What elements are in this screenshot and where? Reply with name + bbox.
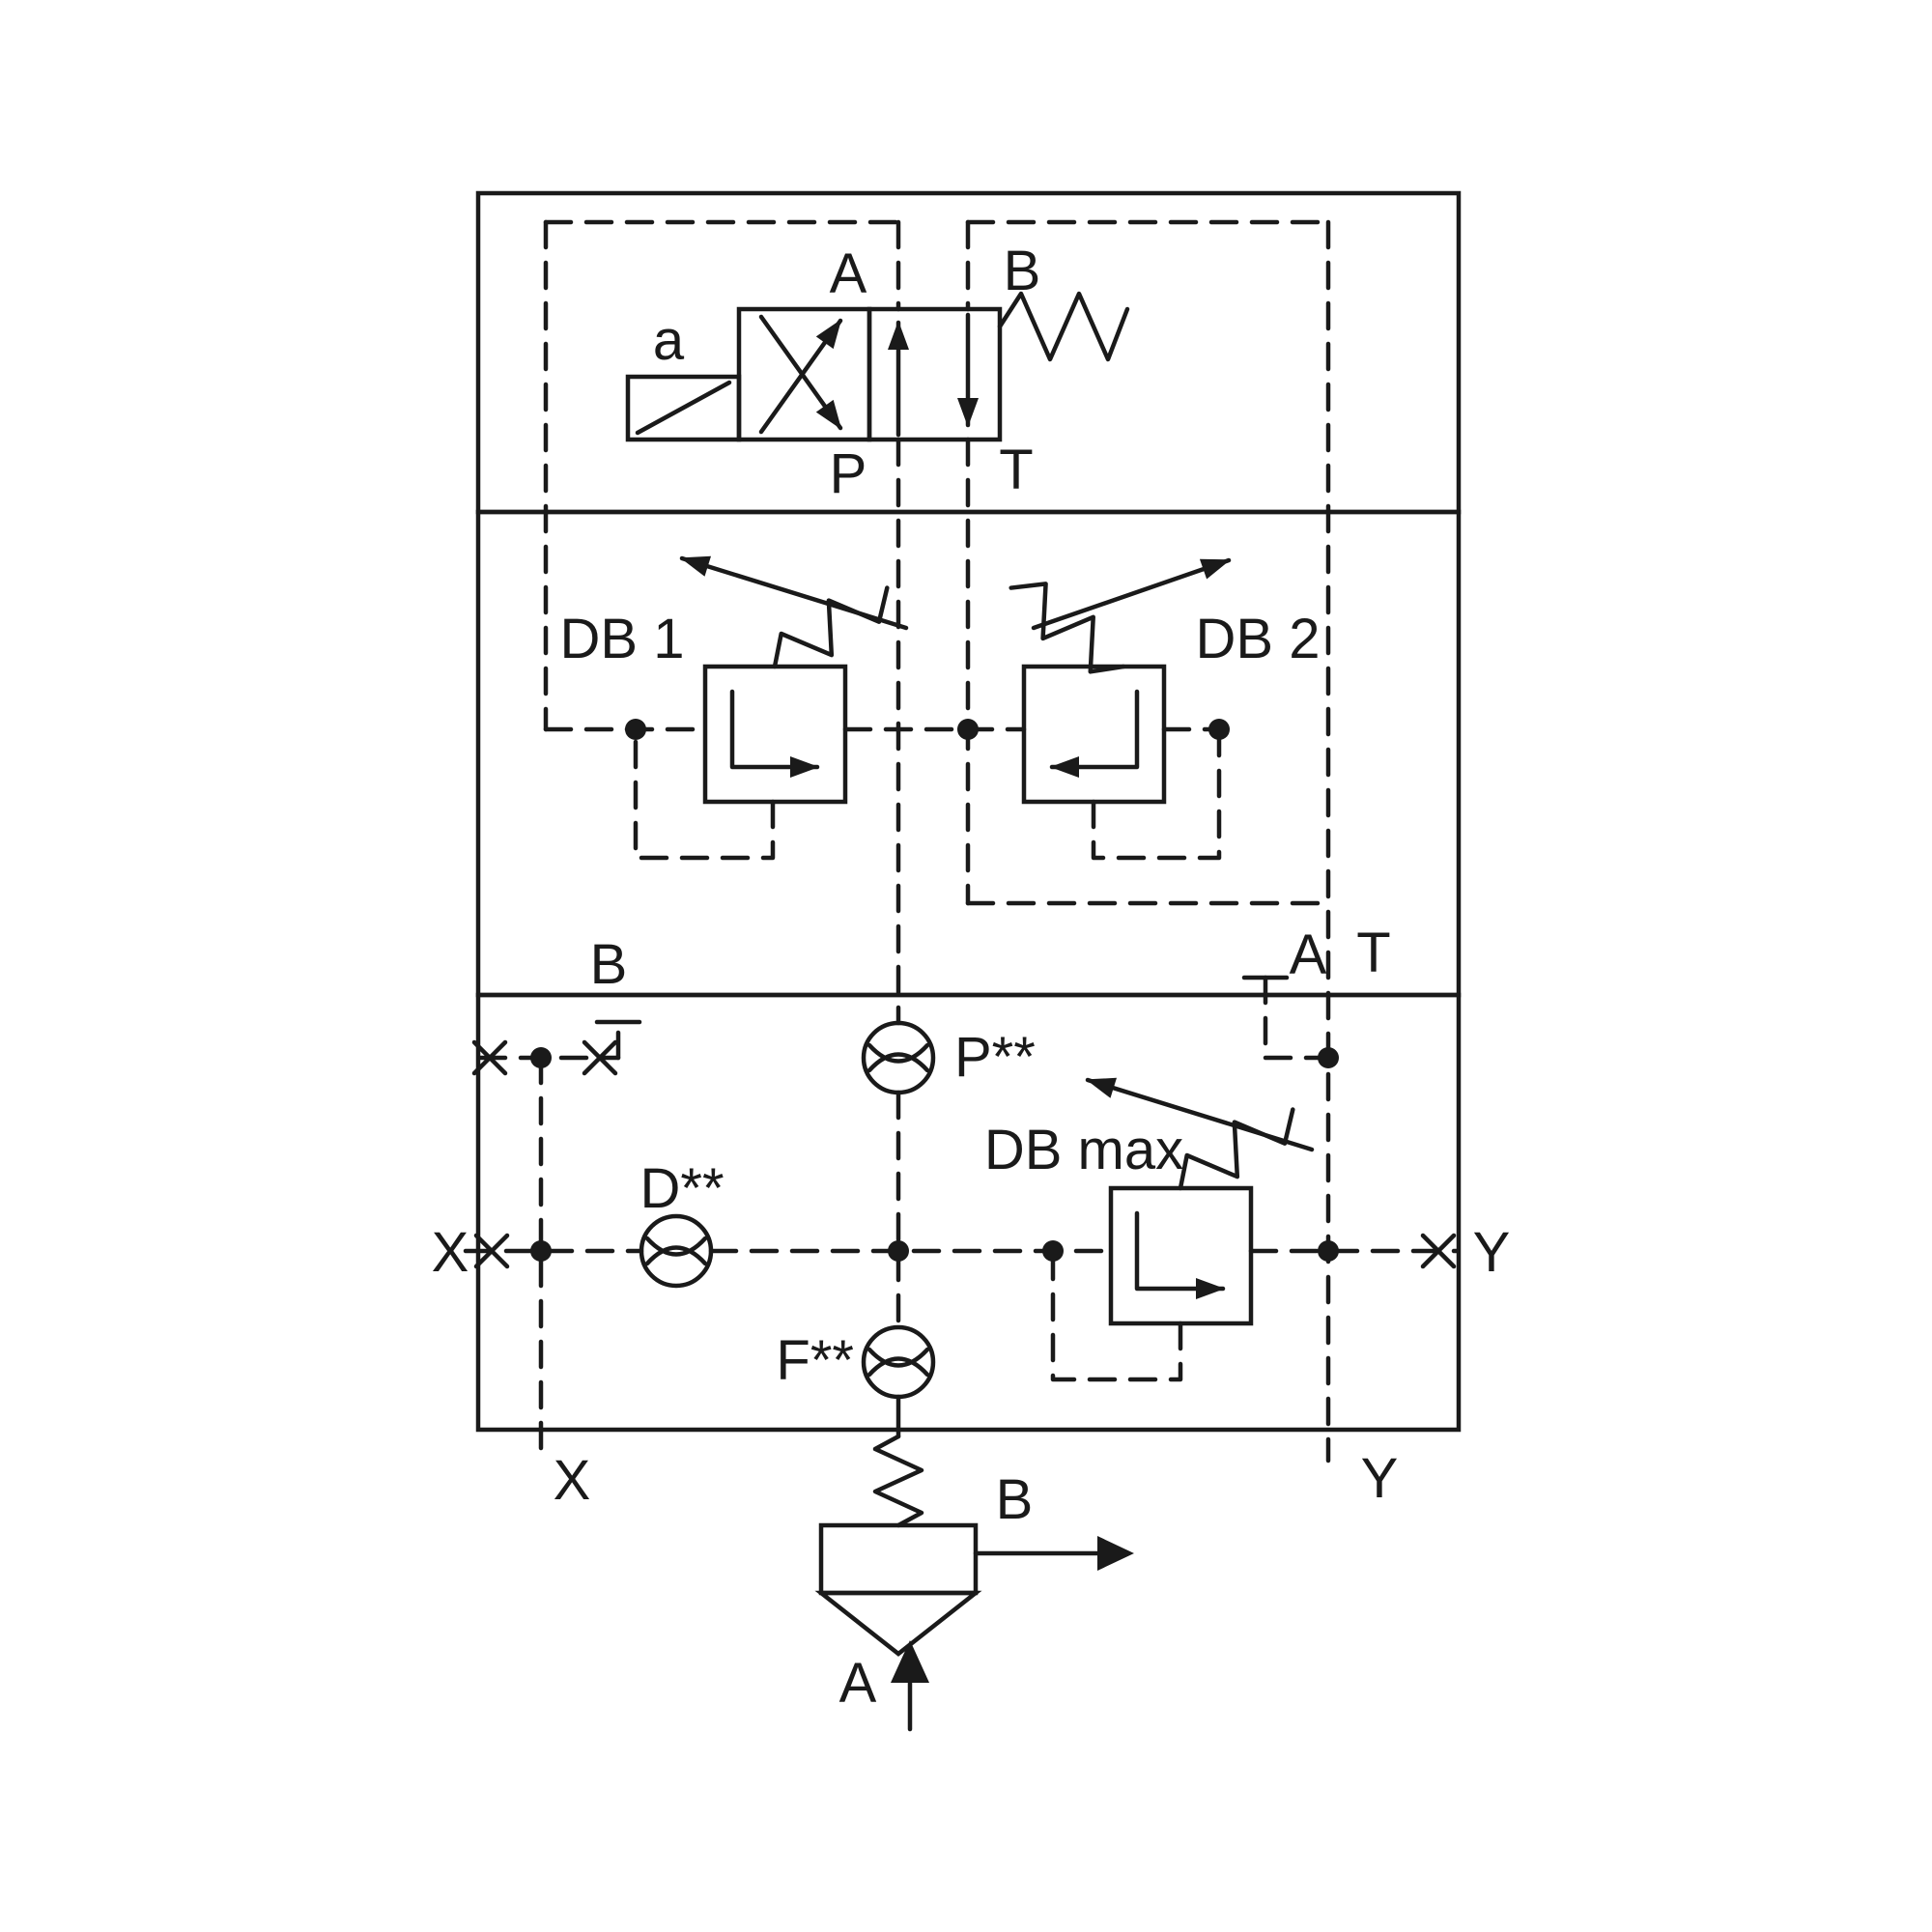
label-solenoid-a: a bbox=[653, 309, 685, 372]
label-valve-port-t: T bbox=[999, 439, 1033, 501]
db1-adjust-arrow bbox=[679, 555, 909, 631]
db2-flow-arrow bbox=[1049, 689, 1140, 778]
test-point-d bbox=[639, 1213, 714, 1289]
label-interface-b: B bbox=[590, 933, 628, 996]
label-cartridge-a: A bbox=[839, 1652, 877, 1715]
label-test-point-d: D** bbox=[639, 1157, 724, 1220]
db1-body bbox=[702, 664, 848, 805]
label-interface-a: A bbox=[1290, 923, 1327, 986]
valve-return-spring bbox=[997, 291, 1130, 362]
plug-cross-x-line bbox=[473, 1233, 510, 1269]
db-max-body bbox=[1108, 1185, 1254, 1326]
db1-flow-arrow bbox=[729, 689, 820, 778]
labels: a A B P T DB 1 DB 2 DB max B A T P** D**… bbox=[432, 240, 1511, 1715]
label-db-max: DB max bbox=[984, 1119, 1183, 1181]
cartridge-sleeve bbox=[818, 1522, 979, 1596]
pilot-oil-lines bbox=[463, 219, 1460, 1463]
cartridge-poppet-seat bbox=[814, 1590, 982, 1657]
plug-cross-y-line bbox=[1420, 1233, 1457, 1269]
label-interface-t: T bbox=[1356, 922, 1390, 984]
relief-valve-db-max bbox=[1085, 1077, 1315, 1326]
relief-valve-db1 bbox=[679, 555, 909, 805]
label-port-x-bottom: X bbox=[554, 1449, 591, 1512]
manifold-blocks bbox=[475, 190, 1462, 1433]
main-cartridge bbox=[814, 1394, 1134, 1732]
crossed-flow-arrows bbox=[758, 314, 843, 435]
label-db1: DB 1 bbox=[560, 608, 685, 670]
label-valve-port-b: B bbox=[1004, 240, 1041, 302]
relief-valve-db2 bbox=[1009, 557, 1232, 805]
db-max-spring bbox=[1178, 1107, 1295, 1191]
flow-arrow-b-out bbox=[973, 1536, 1134, 1571]
flow-arrow-a-in bbox=[891, 1640, 929, 1732]
cartridge-spring bbox=[872, 1434, 924, 1528]
test-point-f bbox=[861, 1324, 936, 1400]
label-port-y-bottom: Y bbox=[1361, 1447, 1399, 1510]
plug-cross-b-right bbox=[582, 1039, 618, 1076]
label-test-point-p: P** bbox=[954, 1026, 1036, 1089]
control-cover-block bbox=[475, 992, 1462, 1433]
db2-body bbox=[1021, 664, 1167, 805]
label-port-x-left: X bbox=[432, 1221, 469, 1284]
junction-dots bbox=[530, 719, 1339, 1262]
parallel-flow-arrows bbox=[888, 312, 979, 438]
label-test-point-f: F** bbox=[776, 1329, 854, 1392]
solenoid-symbol bbox=[625, 374, 742, 442]
pilot-directional-valve bbox=[625, 291, 1130, 442]
db-max-flow-arrow bbox=[1134, 1210, 1226, 1299]
plugged-port-marks bbox=[471, 975, 1457, 1269]
solenoid-diagonal bbox=[635, 380, 732, 436]
valve-position-parallel bbox=[867, 306, 1003, 442]
label-port-y-right: Y bbox=[1473, 1221, 1511, 1284]
label-valve-port-p: P bbox=[830, 442, 867, 505]
db2-adjust-arrow bbox=[1031, 557, 1232, 631]
label-cartridge-b: B bbox=[996, 1468, 1034, 1531]
db1-spring bbox=[772, 585, 890, 669]
test-point-p bbox=[861, 1020, 936, 1095]
db2-spring bbox=[1009, 582, 1126, 674]
db-max-adjust-arrow bbox=[1085, 1077, 1315, 1152]
label-db2: DB 2 bbox=[1196, 608, 1321, 670]
plug-cross-b-left bbox=[471, 1039, 508, 1076]
label-valve-port-a: A bbox=[830, 242, 867, 305]
